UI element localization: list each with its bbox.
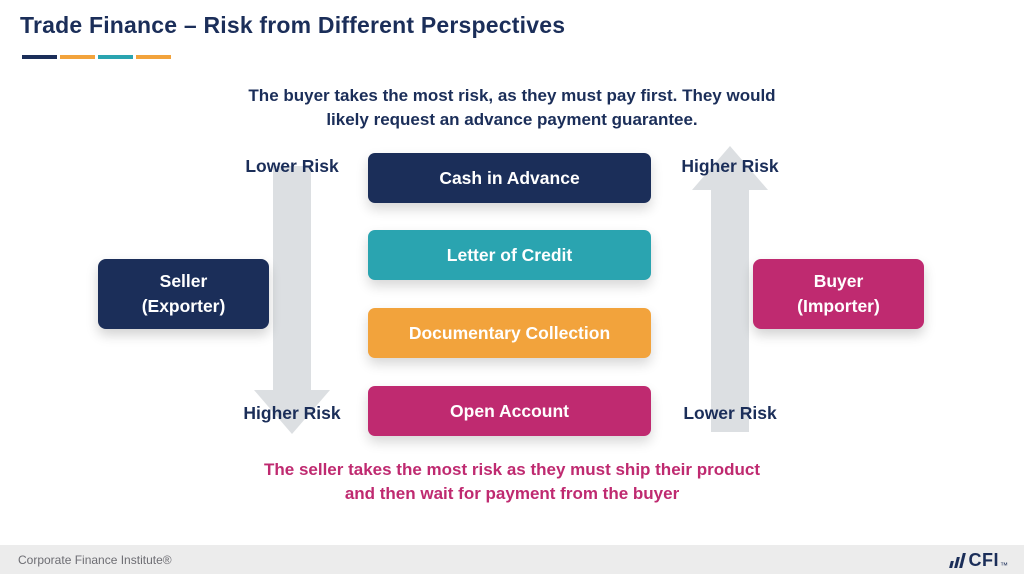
underline-segment xyxy=(136,55,171,59)
underline-segment xyxy=(22,55,57,59)
footer-company-text: Corporate Finance Institute® xyxy=(18,553,172,567)
seller-lower-risk-label: Lower Risk xyxy=(245,156,339,176)
method-box-open-account: Open Account xyxy=(368,386,651,436)
buyer-lower-risk-label: Lower Risk xyxy=(683,403,777,423)
page-title: Trade Finance – Risk from Different Pers… xyxy=(20,12,566,38)
buyer-risk-note: The buyer takes the most risk, as they m… xyxy=(248,86,776,129)
cfi-logo-text: CFI xyxy=(968,550,999,570)
underline-segment xyxy=(60,55,95,59)
seller-risk-note: The seller takes the most risk as they m… xyxy=(264,460,760,503)
buyer-box-line2: (Importer) xyxy=(797,296,880,316)
seller-box-line2: (Exporter) xyxy=(141,296,226,316)
method-label: Open Account xyxy=(450,400,569,421)
method-label: Cash in Advance xyxy=(439,167,580,188)
seller-higher-risk-label: Higher Risk xyxy=(243,403,341,423)
cfi-logo: CFI ™ xyxy=(948,549,1008,570)
trademark-symbol: ™ xyxy=(1000,561,1008,570)
buyer-box: Buyer (Importer) xyxy=(753,259,924,329)
method-box-documentary-collection: Documentary Collection xyxy=(368,308,651,358)
method-label: Letter of Credit xyxy=(446,244,573,265)
method-box-letter-of-credit: Letter of Credit xyxy=(368,230,651,280)
underline-segment xyxy=(98,55,133,59)
up-arrow-icon xyxy=(692,146,768,190)
seller-box: Seller (Exporter) xyxy=(98,259,269,329)
seller-risk-arrow-body xyxy=(273,166,311,390)
buyer-box-line1: Buyer xyxy=(813,271,864,291)
method-label: Documentary Collection xyxy=(408,322,611,343)
method-box-cash-in-advance: Cash in Advance xyxy=(368,153,651,203)
title-underline xyxy=(22,55,171,59)
buyer-risk-arrow-body xyxy=(711,190,749,432)
footer: Corporate Finance Institute® CFI ™ xyxy=(0,545,1024,574)
seller-box-line1: Seller xyxy=(159,271,208,291)
buyer-higher-risk-label: Higher Risk xyxy=(681,156,779,176)
down-arrow-icon xyxy=(254,390,330,434)
bar-chart-icon xyxy=(948,553,966,568)
